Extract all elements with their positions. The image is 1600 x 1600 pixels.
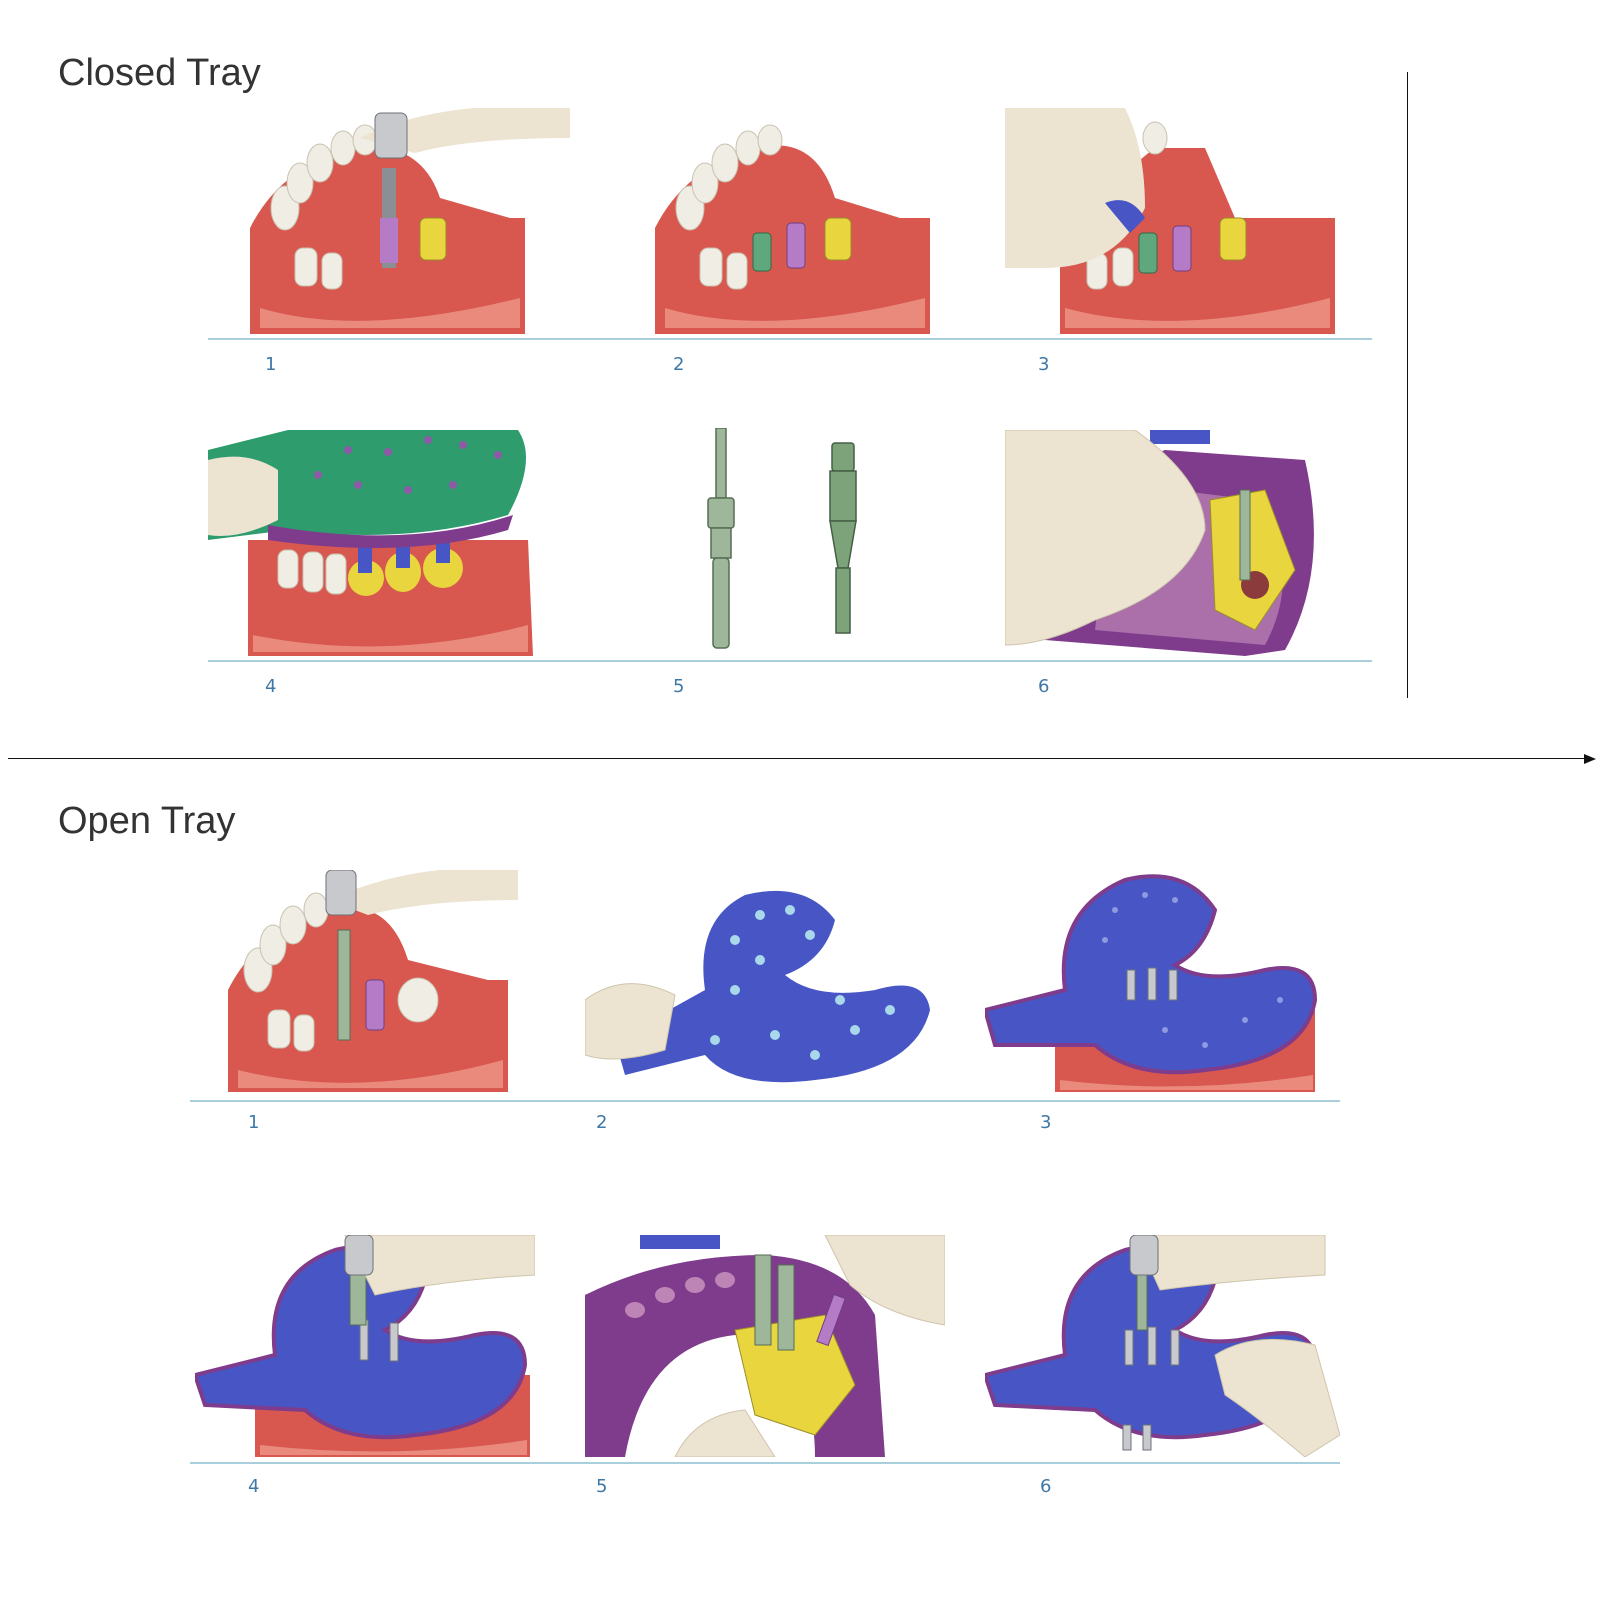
section-divider-arrow-line — [8, 758, 1588, 759]
open-step-6-illustration — [985, 1235, 1340, 1457]
closed-row1-baseline — [208, 338, 1372, 340]
closed-step-2-number: 2 — [673, 354, 685, 375]
vertical-divider — [1407, 72, 1408, 698]
open-step-1-number: 1 — [248, 1112, 260, 1133]
closed-step-1-illustration — [240, 108, 575, 334]
open-step-2-illustration — [585, 880, 935, 1092]
open-row2-baseline — [190, 1462, 1340, 1464]
closed-row2-baseline — [208, 660, 1372, 662]
open-step-3-illustration — [985, 870, 1320, 1092]
open-step-1-illustration — [218, 870, 518, 1092]
closed-step-1-number: 1 — [265, 354, 277, 375]
open-row1-baseline — [190, 1100, 1340, 1102]
closed-tray-title: Closed Tray — [58, 52, 261, 94]
closed-step-4-illustration — [208, 430, 538, 656]
open-tray-title: Open Tray — [58, 800, 236, 842]
open-step-4-number: 4 — [248, 1476, 260, 1497]
closed-step-6-number: 6 — [1038, 676, 1050, 697]
open-step-6-number: 6 — [1040, 1476, 1052, 1497]
closed-step-5-illustration — [680, 428, 890, 656]
closed-step-2-illustration — [645, 108, 935, 334]
closed-step-5-number: 5 — [673, 676, 685, 697]
closed-step-3-illustration — [1005, 108, 1343, 334]
open-step-2-number: 2 — [596, 1112, 608, 1133]
arrow-head-icon — [1584, 754, 1596, 764]
closed-step-6-illustration — [1005, 430, 1343, 656]
open-step-5-number: 5 — [596, 1476, 608, 1497]
open-step-3-number: 3 — [1040, 1112, 1052, 1133]
closed-step-4-number: 4 — [265, 676, 277, 697]
open-step-4-illustration — [195, 1235, 535, 1457]
closed-step-3-number: 3 — [1038, 354, 1050, 375]
open-step-5-illustration — [585, 1235, 945, 1457]
